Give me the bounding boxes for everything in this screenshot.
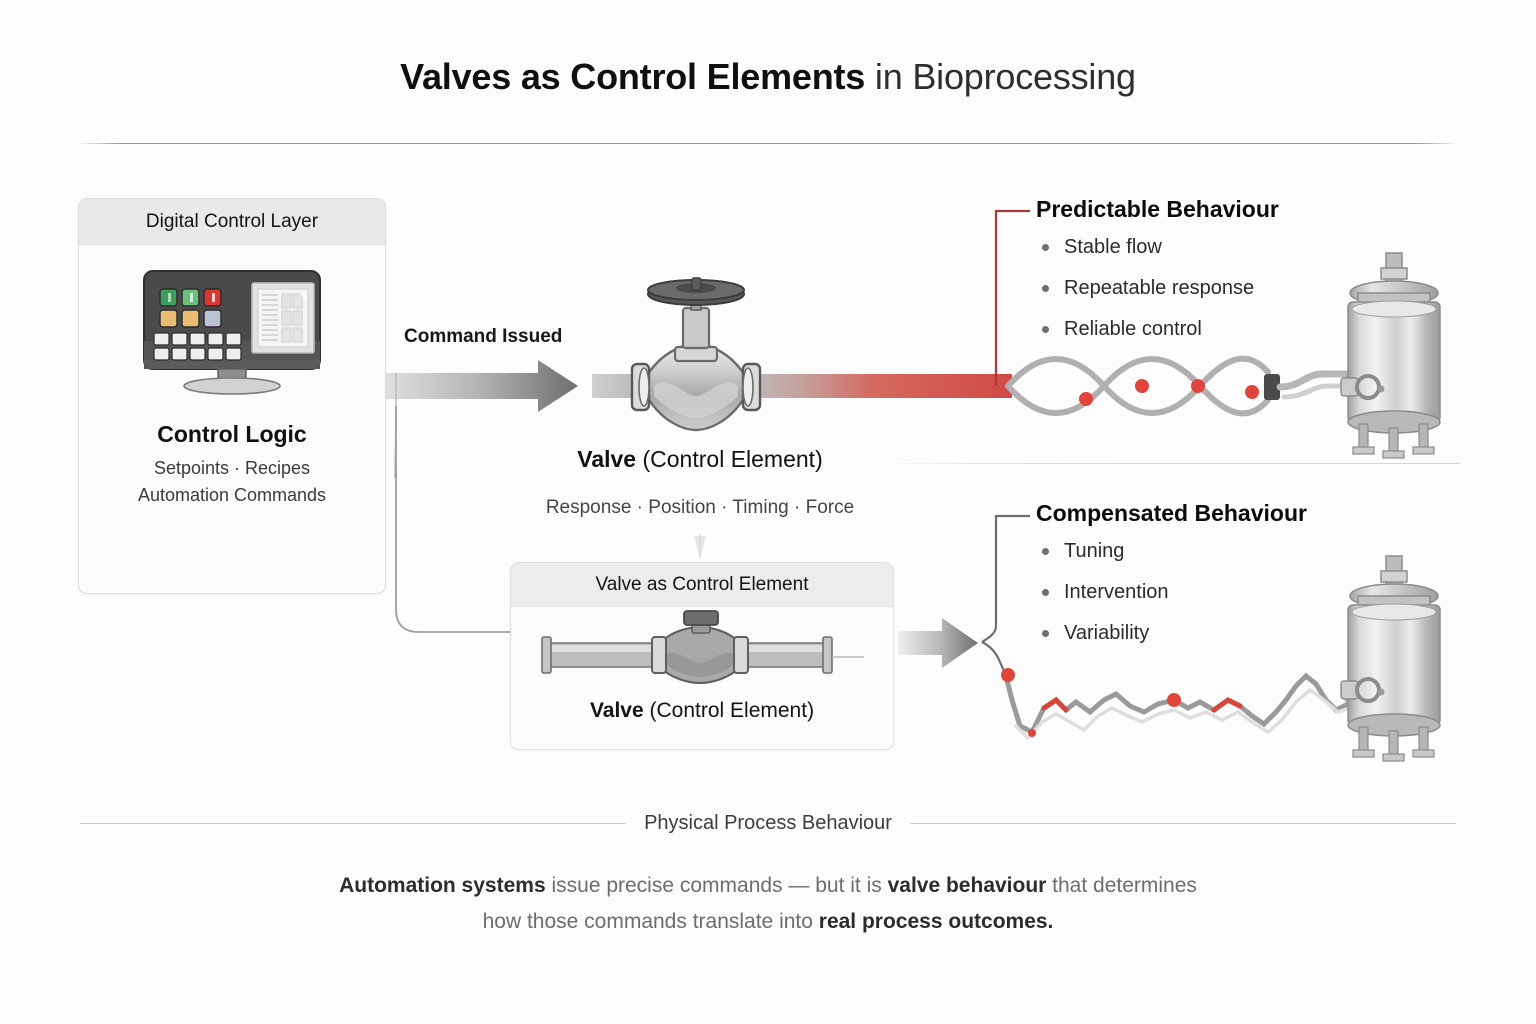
page-title-strong: Valves as Control Elements bbox=[400, 56, 866, 97]
predictable-behaviour-block: Predictable Behaviour Stable flow Repeat… bbox=[1036, 196, 1279, 360]
hmi-keypad bbox=[153, 332, 242, 361]
bioreactor-vessel-bottom bbox=[1340, 555, 1441, 762]
valve-as-control-element-card[interactable]: Valve as Control Element bbox=[510, 562, 894, 750]
footer-divider: Physical Process Behaviour bbox=[80, 811, 1457, 834]
bottom-vessel-inlet-pipe bbox=[1344, 682, 1404, 704]
footer-line1-d: that determines bbox=[1052, 874, 1197, 897]
hmi-illustration-wrap bbox=[79, 267, 385, 395]
hmi-button-amber-1 bbox=[159, 309, 178, 328]
footer-divider-label: Physical Process Behaviour bbox=[644, 811, 892, 834]
mid-section-divider bbox=[880, 463, 1460, 464]
valve-card-caption-bold: Valve bbox=[589, 699, 644, 722]
process-arrow-lower bbox=[898, 618, 978, 668]
valve-card-header: Valve as Control Element bbox=[511, 563, 893, 607]
predictable-behaviour-list: Stable flow Repeatable response Reliable… bbox=[1036, 237, 1279, 339]
compensated-behaviour-title: Compensated Behaviour bbox=[1036, 500, 1307, 526]
bioreactor-vessel-top bbox=[1340, 252, 1441, 459]
footer-caption: Automation systems issue precise command… bbox=[150, 868, 1386, 940]
compensated-behaviour-list: Tuning Intervention Variability bbox=[1036, 541, 1307, 643]
globe-valve-icon bbox=[630, 277, 762, 432]
valve-caption-bold: Valve bbox=[577, 446, 637, 472]
hmi-button-blue bbox=[203, 309, 222, 328]
footer-divider-line-left bbox=[80, 822, 627, 824]
page-title: Valves as Control Elements in Bioprocess… bbox=[0, 56, 1536, 98]
compensated-item-0: Tuning bbox=[1036, 541, 1307, 561]
compensated-item-1: Intervention bbox=[1036, 582, 1307, 602]
card-callout-tip bbox=[694, 536, 706, 560]
valve-card-caption-regular: (Control Element) bbox=[643, 699, 815, 722]
unstable-flow-markers bbox=[1001, 668, 1181, 737]
predictable-connector bbox=[994, 209, 1030, 385]
valve-caption-regular: (Control Element) bbox=[636, 446, 823, 472]
footer-line2-b: real process outcomes. bbox=[818, 910, 1054, 934]
footer-line1-a: Automation systems bbox=[339, 874, 552, 897]
outlet-pipe-red bbox=[744, 374, 1012, 398]
valve-attributes: Response · Position · Timing · Force bbox=[545, 497, 855, 518]
valve-main-caption: Valve (Control Element) bbox=[420, 446, 980, 473]
compensated-connector-up bbox=[981, 514, 1030, 643]
predictable-item-0: Stable flow bbox=[1036, 237, 1279, 257]
footer-line1-c: valve behaviour bbox=[887, 874, 1053, 897]
control-logic-heading: Control Logic bbox=[157, 421, 307, 447]
predictable-item-1: Repeatable response bbox=[1036, 278, 1279, 298]
page-title-light: in Bioprocessing bbox=[865, 56, 1136, 97]
stable-flow-waveform bbox=[1005, 355, 1271, 417]
compensated-behaviour-block: Compensated Behaviour Tuning Interventio… bbox=[1036, 500, 1307, 664]
top-vessel-inlet-pipe bbox=[1276, 370, 1356, 391]
footer-line1-b: issue precise commands — but it is bbox=[551, 874, 888, 897]
control-panel-header: Digital Control Layer bbox=[79, 199, 385, 245]
top-flow-connector bbox=[1264, 374, 1280, 400]
valve-card-body bbox=[511, 610, 893, 691]
footer-divider-line-right bbox=[909, 822, 1457, 824]
predictable-behaviour-title: Predictable Behaviour bbox=[1036, 196, 1279, 222]
control-logic-sub-1: Setpoints · Recipes bbox=[153, 458, 311, 478]
inlet-pipe bbox=[592, 374, 652, 398]
compensated-item-2: Variability bbox=[1036, 623, 1307, 643]
footer-line2-a: how those commands translate into bbox=[482, 910, 819, 934]
command-issued-label: Command Issued bbox=[404, 326, 563, 347]
title-divider bbox=[76, 143, 1460, 144]
hmi-control-panel-icon bbox=[143, 270, 321, 395]
control-logic-sub-2: Automation Commands bbox=[137, 484, 327, 505]
control-to-card-connector bbox=[395, 406, 512, 633]
digital-control-layer-panel[interactable]: Digital Control Layer bbox=[78, 198, 386, 594]
control-to-card-connector-a bbox=[394, 373, 397, 479]
inline-valve-pipe-icon bbox=[541, 610, 864, 685]
predictable-item-2: Reliable control bbox=[1036, 319, 1279, 339]
unstable-flow-waveform bbox=[1003, 672, 1352, 741]
valve-card-caption: Valve (Control Element) bbox=[511, 699, 893, 723]
hmi-button-amber-2 bbox=[181, 309, 200, 328]
compensated-connector-down bbox=[981, 641, 1008, 677]
stable-flow-markers bbox=[1079, 379, 1259, 406]
